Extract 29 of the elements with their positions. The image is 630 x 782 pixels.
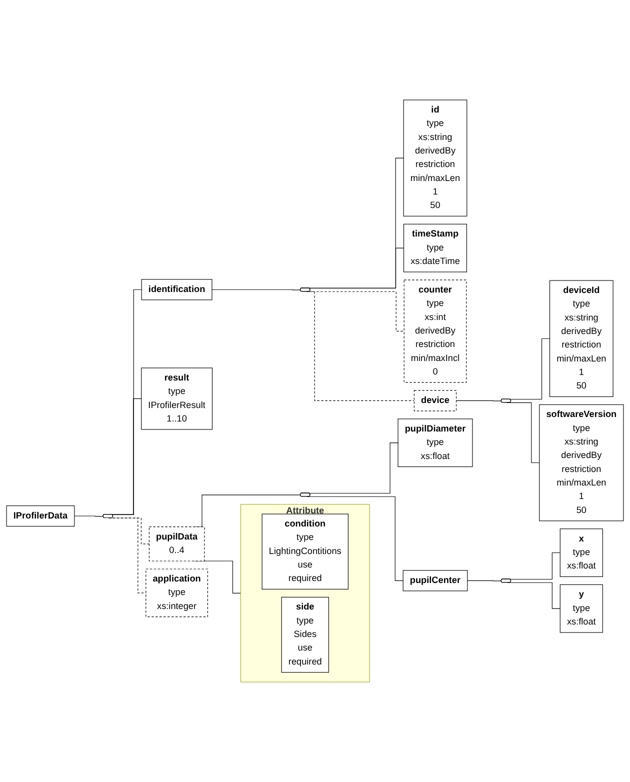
node-box: identification xyxy=(141,279,212,300)
node-box: x type xs:float xyxy=(560,528,603,577)
connector xyxy=(467,580,502,582)
node-box: condition type LightingContitions use required xyxy=(262,514,348,590)
node-box: softwareVersion type xs:string derivedBy restriction min/maxLen 1 50 xyxy=(539,404,624,522)
node-box: IProfilerData xyxy=(6,505,75,527)
connector xyxy=(506,402,540,464)
node-box: device xyxy=(414,390,457,412)
connector xyxy=(308,442,398,494)
connector xyxy=(507,582,560,609)
connector xyxy=(306,291,414,401)
node-box: pupilDiameter type xs:float xyxy=(398,418,473,468)
node-box: side type Sides use required xyxy=(281,596,329,673)
node-box: pupilData 0..4 xyxy=(148,526,205,562)
node-box: pupilCenter xyxy=(402,570,468,592)
node-box: timeStamp type xs:dateTime xyxy=(403,224,467,272)
node-box: deviceId type xs:string derivedBy restriction min/maxLen 1 50 xyxy=(549,280,614,397)
connector xyxy=(308,248,404,288)
node-box: counter type xs:int derivedBy restriction min/maxIncl 0 xyxy=(404,280,467,383)
node-box: application type xs:integer xyxy=(146,568,208,618)
node-box: id type xs:string derivedBy restriction min/maxLen 1 50 xyxy=(403,100,468,216)
node-box: result type IProfilerResult 1..10 xyxy=(141,368,213,430)
node-box: y type xs:float xyxy=(560,584,603,633)
connector xyxy=(108,518,146,594)
connector xyxy=(308,291,404,332)
connector xyxy=(74,516,104,517)
connector xyxy=(306,496,404,581)
connector xyxy=(456,400,502,402)
connector xyxy=(212,289,301,290)
